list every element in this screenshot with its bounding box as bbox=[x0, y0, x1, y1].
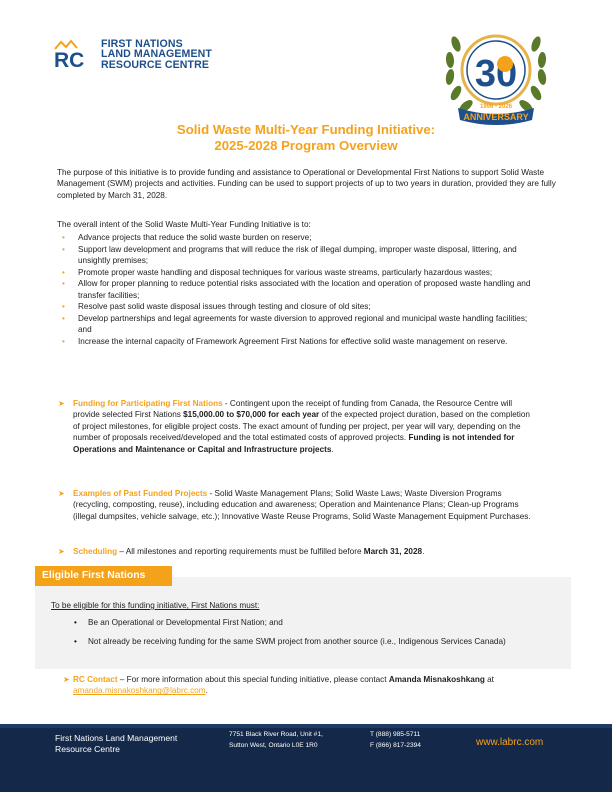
eligibility-item: Be an Operational or Developmental First… bbox=[74, 617, 544, 629]
rc-logo-mark: RC bbox=[54, 39, 84, 69]
scheduling-text: – All milestones and reporting requireme… bbox=[117, 547, 364, 556]
logo-line-2: LAND MANAGEMENT bbox=[101, 48, 212, 61]
contact-heading: RC Contact bbox=[73, 675, 118, 684]
intent-lead: The overall intent of the Solid Waste Mu… bbox=[57, 220, 311, 229]
contact-name: Amanda Misnakoshkang bbox=[388, 675, 485, 684]
scheduling-section: ➤ Scheduling – All milestones and report… bbox=[58, 546, 534, 557]
footer-phone-line-2: F (866) 817-2394 bbox=[370, 741, 421, 749]
document-title-line-2: 2025-2028 Program Overview bbox=[214, 138, 398, 153]
funding-section: ➤ Funding for Participating First Nation… bbox=[58, 398, 534, 455]
logo-line-1: FIRST NATIONS bbox=[101, 38, 183, 50]
examples-text: - Solid Waste Management Plans; Solid Wa… bbox=[73, 489, 531, 521]
document-title-line-1: Solid Waste Multi-Year Funding Initiativ… bbox=[176, 122, 436, 137]
intent-item: Allow for proper planning to reduce pote… bbox=[62, 278, 532, 301]
intent-item: Increase the internal capacity of Framew… bbox=[62, 336, 532, 348]
laurel-left-icon bbox=[445, 36, 473, 112]
contact-end: . bbox=[205, 686, 208, 696]
eligibility-list: Be an Operational or Developmental First… bbox=[74, 617, 544, 656]
arrow-bullet-icon: ➤ bbox=[58, 399, 65, 408]
intent-item: Resolve past solid waste disposal issues… bbox=[62, 301, 532, 313]
footer-stripe bbox=[0, 724, 612, 728]
funding-note: Funding is not intended for Operations a… bbox=[73, 433, 515, 454]
footer-address-line-1: 7751 Black River Road, Unit #1, bbox=[229, 731, 323, 738]
footer-address-line-2: Sutton West, Ontario L0E 1R0 bbox=[229, 741, 318, 749]
footer-address: 7751 Black River Road, Unit #1, Sutton W… bbox=[229, 730, 349, 751]
logo-line-3: RESOURCE CENTRE bbox=[101, 58, 210, 71]
footer-org-line-1: First Nations Land Management bbox=[55, 733, 178, 743]
intent-item: Promote proper waste handling and dispos… bbox=[62, 267, 532, 279]
contact-email-link[interactable]: amanda.misnakoshkang@labrc.com bbox=[73, 686, 206, 696]
logo-wordmark: FIRST NATIONS LAND MANAGEMENT RESOURCE C… bbox=[101, 38, 212, 71]
svg-text:RC: RC bbox=[54, 49, 84, 69]
funding-note-end: . bbox=[331, 444, 334, 454]
intent-item: Support law development and programs tha… bbox=[62, 244, 532, 267]
funding-heading: Funding for Participating First Nations bbox=[73, 399, 223, 408]
arrow-bullet-icon: ➤ bbox=[63, 675, 70, 684]
emblem-ribbon: ANNIVERSARY bbox=[463, 112, 528, 122]
intent-list: Advance projects that reduce the solid w… bbox=[62, 232, 532, 347]
contact-text: – For more information about this specia… bbox=[117, 675, 389, 684]
examples-heading: Examples of Past Funded Projects bbox=[73, 489, 208, 498]
scheduling-end: . bbox=[422, 547, 425, 556]
intro-paragraph: The purpose of this initiative is to pro… bbox=[57, 168, 556, 200]
scheduling-date: March 31, 2028 bbox=[363, 547, 423, 556]
funding-amount: $15,000.00 to $70,000 for each year bbox=[183, 410, 320, 420]
funding-text-b: of the expected project duration, based … bbox=[73, 410, 530, 443]
intent-item: Develop partnerships and legal agreement… bbox=[62, 313, 532, 336]
eligibility-item: Not already be receiving funding for the… bbox=[74, 636, 544, 648]
eligibility-lead: To be eligible for this funding initiati… bbox=[51, 601, 260, 610]
labrc-logo[interactable]: RC FIRST NATIONS LAND MANAGEMENT RESOURC… bbox=[53, 37, 233, 71]
anniversary-emblem: 30 ANNIVERSARY 1996 - 2026 bbox=[445, 34, 547, 125]
emblem-years: 1996 - 2026 bbox=[480, 104, 513, 110]
contact-section: ➤ RC Contact – For more information abou… bbox=[63, 674, 523, 697]
laurel-right-icon bbox=[519, 36, 547, 112]
funding-text-a: - Contingent upon the receipt of funding… bbox=[73, 399, 513, 420]
contact-at: at bbox=[484, 675, 494, 684]
footer-org-line-2: Resource Centre bbox=[55, 743, 120, 754]
footer-phone: T (888) 985-5711 F (866) 817-2394 bbox=[370, 730, 460, 751]
examples-section: ➤ Examples of Past Funded Projects - Sol… bbox=[58, 488, 534, 522]
footer-website-link[interactable]: www.labrc.com bbox=[476, 737, 544, 748]
intent-item: Advance projects that reduce the solid w… bbox=[62, 232, 532, 244]
footer-org: First Nations Land Management Resource C… bbox=[55, 733, 215, 754]
footer bbox=[0, 724, 612, 792]
arrow-bullet-icon: ➤ bbox=[58, 489, 65, 498]
arrow-bullet-icon: ➤ bbox=[58, 547, 65, 556]
eligible-banner: Eligible First Nations bbox=[35, 566, 172, 586]
footer-phone-line-1: T (888) 985-5711 bbox=[370, 731, 421, 738]
scheduling-heading: Scheduling bbox=[73, 547, 118, 556]
